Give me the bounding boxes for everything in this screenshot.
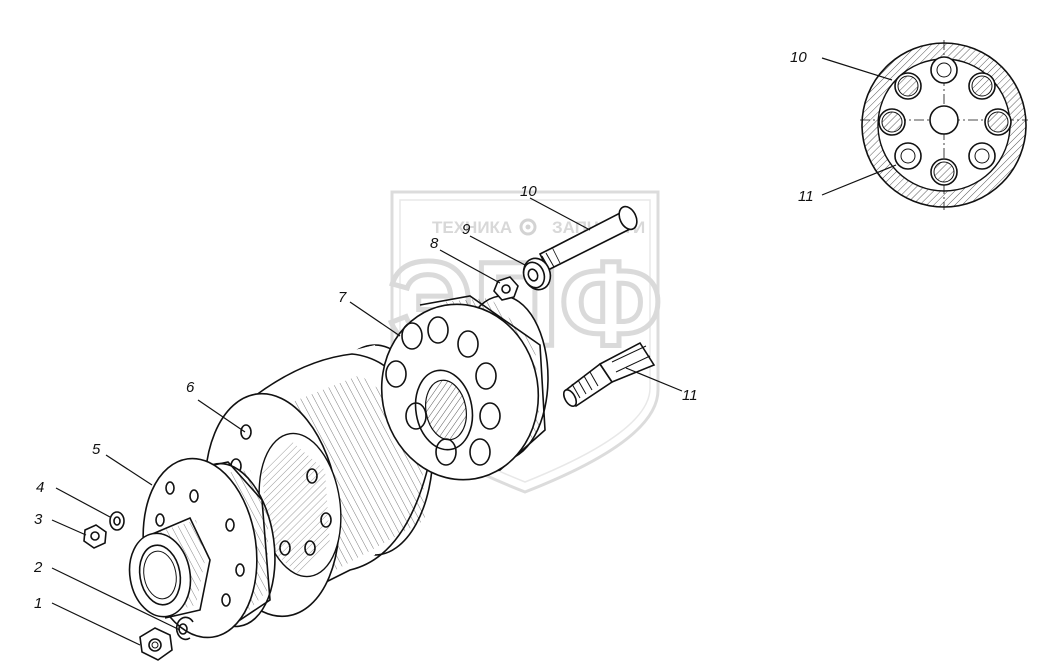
callout-1: 1 xyxy=(34,595,42,612)
part-11-stud xyxy=(562,341,656,408)
part-3-nut xyxy=(83,524,107,549)
callout-11: 11 xyxy=(682,387,698,404)
part-1-nut xyxy=(139,627,173,661)
section-callout-10: 10 xyxy=(790,49,807,66)
callout-3: 3 xyxy=(34,511,43,528)
section-view xyxy=(860,40,1028,210)
part-6-drum xyxy=(204,344,434,618)
callout-7: 7 xyxy=(338,289,347,306)
callout-5: 5 xyxy=(92,441,101,458)
part-9-washer xyxy=(522,257,552,291)
watermark-left-text: ТЕХНИКА xyxy=(432,218,512,237)
callout-8: 8 xyxy=(430,235,439,252)
callout-9: 9 xyxy=(462,221,471,238)
part-5-flange xyxy=(128,457,276,639)
part-7-carrier xyxy=(380,295,549,481)
leader-lines xyxy=(51,57,897,646)
callout-10: 10 xyxy=(520,183,537,200)
callout-6: 6 xyxy=(186,379,195,396)
callout-2: 2 xyxy=(33,559,43,576)
section-callout-11: 11 xyxy=(798,188,814,205)
callout-4: 4 xyxy=(36,479,44,496)
gear-icon xyxy=(519,218,537,236)
part-4-spring-washer xyxy=(109,511,125,531)
